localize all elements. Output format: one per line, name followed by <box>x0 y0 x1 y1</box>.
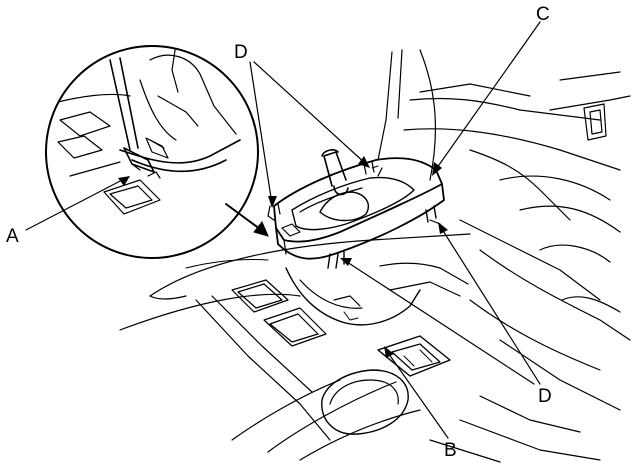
center-console <box>119 49 631 463</box>
shift-trim-panel <box>267 149 445 269</box>
callout-b-label: B <box>444 440 457 461</box>
callout-a-label: A <box>6 226 19 247</box>
inset-connector-arrow <box>225 203 269 237</box>
callout-leaders <box>25 21 541 439</box>
callout-d-bottom-label: D <box>538 386 552 407</box>
detail-inset <box>45 45 259 259</box>
callout-c-label: C <box>536 4 550 25</box>
callout-d-top-label: D <box>234 42 248 63</box>
